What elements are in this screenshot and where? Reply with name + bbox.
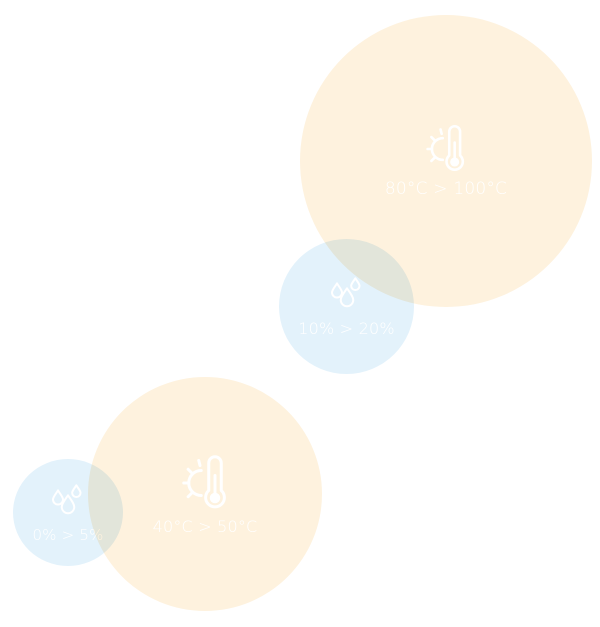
- temperature-range-label: 80°C > 100°C: [384, 179, 508, 199]
- thermometer-sun-icon: [420, 123, 472, 175]
- thermometer-sun-icon: [175, 453, 235, 513]
- humidity-range-label: 10% > 20%: [298, 319, 395, 338]
- humidity-bubble-mid: 10% > 20%: [279, 239, 414, 374]
- temperature-bubble-bottom: 40°C > 50°C: [88, 377, 322, 611]
- water-drops-icon: [327, 275, 367, 315]
- water-drops-icon: [48, 482, 88, 522]
- humidity-bubble-bottom: 0% > 5%: [13, 459, 123, 566]
- temperature-range-label: 40°C > 50°C: [152, 516, 258, 536]
- humidity-range-label: 0% > 5%: [32, 525, 104, 544]
